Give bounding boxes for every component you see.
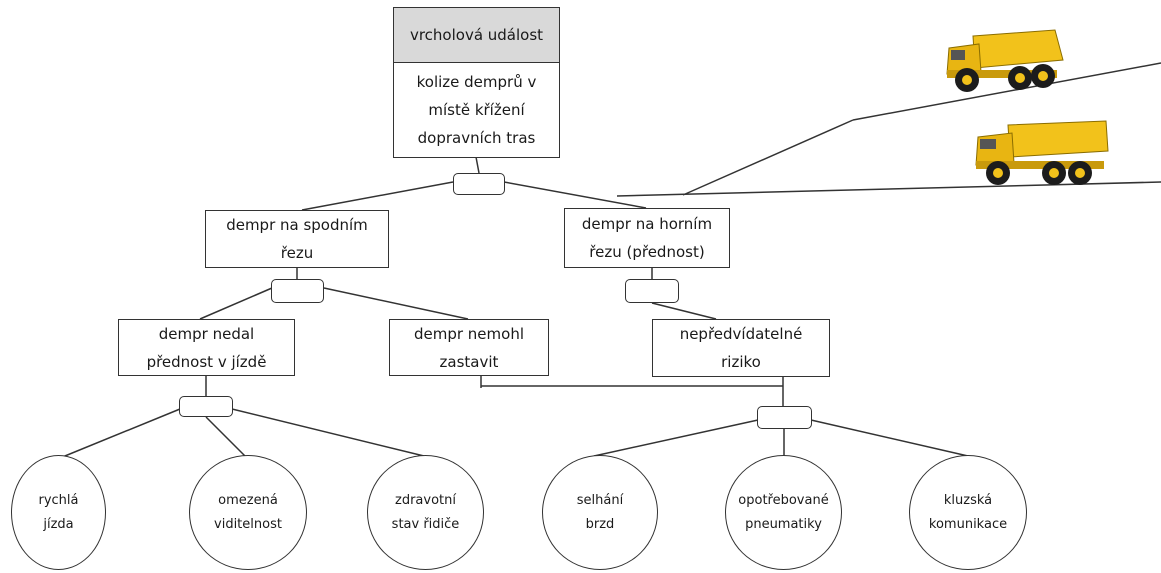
top-event-header: vrcholová událost [393, 7, 560, 63]
basic-event-omezena-viditelnost: omezená viditelnost [189, 455, 307, 570]
gate-nedal [179, 396, 233, 417]
gate-zastavit [757, 406, 812, 429]
gate-right [625, 279, 679, 303]
top-event-box: kolize demprů v místě křížení dopravních… [393, 62, 560, 158]
gate-left [271, 279, 324, 303]
event-dempr-horni-rez: dempr na horním řezu (přednost) [564, 208, 730, 268]
event-dempr-nemohl-zastavit: dempr nemohl zastavit [389, 319, 549, 376]
basic-event-rychla-jizda: rychlá jízda [11, 455, 106, 570]
dump-truck-icon [975, 120, 1109, 185]
gate-top [453, 173, 505, 195]
basic-event-kluzska-komunikace: kluzská komunikace [909, 455, 1027, 570]
event-dempr-spodni-rez: dempr na spodním řezu [205, 210, 389, 268]
event-dempr-nedal-prednost: dempr nedal přednost v jízdě [118, 319, 295, 376]
dump-truck-icon [946, 29, 1064, 92]
basic-event-selhani-brzd: selhání brzd [542, 455, 658, 570]
basic-event-zdravotni-stav: zdravotní stav řidiče [367, 455, 484, 570]
basic-event-opotrebovane-pneumatiky: opotřebované pneumatiky [725, 455, 842, 570]
event-nepredvidatelne-riziko: nepředvídatelné riziko [652, 319, 830, 377]
